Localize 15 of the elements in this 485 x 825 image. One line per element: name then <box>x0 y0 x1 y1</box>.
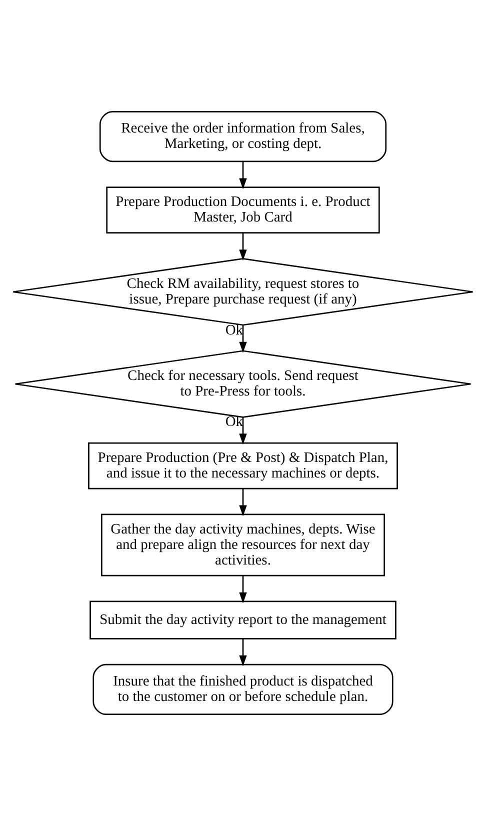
node-box: Gather the day activity machines, depts. Wise and prepare align the resources for next day activities. <box>100 513 384 576</box>
node-diamond: Check for necessary tools. Send request to Pre-Press for tools. <box>14 350 471 418</box>
node-box: Prepare Production (Pre & Post) & Dispatch Plan, and issue it to the necessary machines or depts. <box>88 442 398 489</box>
arrow <box>238 575 246 603</box>
arrow <box>238 488 246 516</box>
arrow <box>238 638 246 666</box>
arrow <box>238 324 246 352</box>
node-diamond: Check RM availability, request stores to issue, Prepare purchase request (if any) <box>12 258 474 326</box>
node-box: Prepare Production Documents i. e. Product Master, Job Card <box>106 186 380 234</box>
node-box: Insure that the finished product is dispatched to the customer on or before schedule plan. <box>92 663 393 714</box>
arrow <box>238 232 246 260</box>
node-box: Submit the day activity report to the management <box>89 600 396 639</box>
arrow <box>238 161 246 189</box>
node-box: Receive the order information from Sales, Marketing, or costing dept. <box>98 110 386 162</box>
arrow <box>238 416 246 444</box>
